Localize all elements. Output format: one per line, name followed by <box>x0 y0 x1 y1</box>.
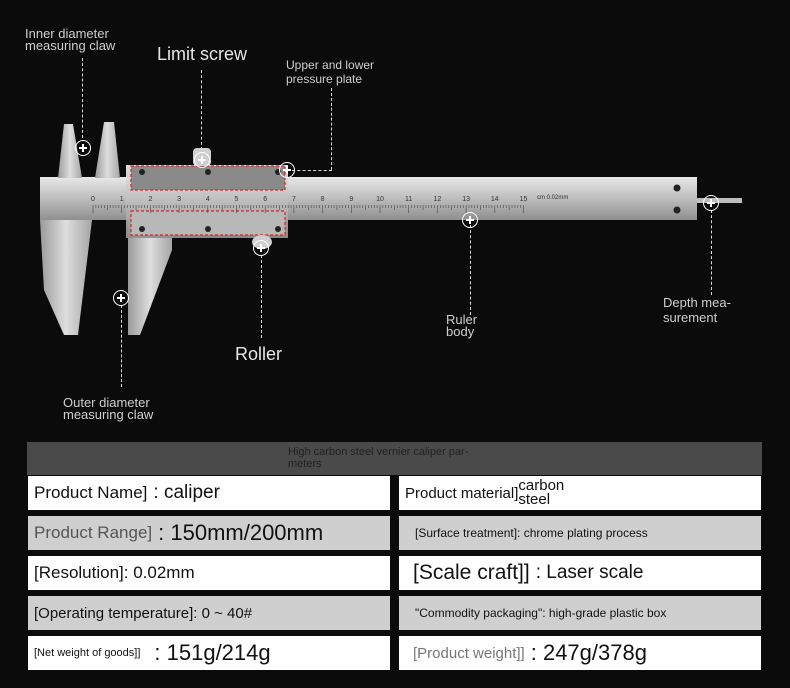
scale-number-9: 9 <box>349 196 353 203</box>
marker-pressure-plate <box>279 162 295 178</box>
param-value: : 247g/378g <box>530 640 647 665</box>
param-key: Product material] <box>405 484 519 502</box>
marker-depth <box>703 195 719 211</box>
table-header: High carbon steel vernier caliper par- m… <box>27 442 762 475</box>
label-depth: Depth mea- surement <box>663 295 731 325</box>
param-operating-temperature: [Operating temperature]: 0 ~ 40# <box>28 596 390 630</box>
param-net-weight: [Net weight of goods]] : 151g/214g <box>28 636 390 670</box>
marker-limit-screw <box>194 152 210 168</box>
label-outer-claw: Outer diameter measuring claw <box>63 395 154 422</box>
param-key: [Net weight of goods]] <box>34 647 141 659</box>
param-key: [Scale craft]] <box>413 561 530 584</box>
marker-outer-claw <box>113 290 129 306</box>
outer-claw-fixed <box>40 220 92 335</box>
label-ruler-body: Ruler body <box>446 312 478 339</box>
param-value: : 151g/214g <box>154 640 271 665</box>
scale-number-13: 13 <box>462 196 470 203</box>
scale-number-0: 0 <box>91 196 95 203</box>
scale-number-8: 8 <box>321 196 325 203</box>
marker-ruler-body <box>462 212 478 228</box>
scale-number-11: 11 <box>405 196 412 203</box>
scale-number-3: 3 <box>177 196 181 203</box>
param-key: [Operating temperature]: 0 ~ 40# <box>34 604 253 622</box>
scale-ticks <box>92 205 524 213</box>
scale-number-7: 7 <box>292 196 296 203</box>
param-value: : caliper <box>153 482 220 503</box>
param-value: : Laser scale <box>535 562 644 583</box>
scale-number-12: 12 <box>434 196 442 203</box>
marker-inner-claw <box>75 140 91 156</box>
param-product-material: Product material] carbon steel <box>399 476 761 510</box>
scale-number-14: 14 <box>491 196 499 203</box>
param-product-name: Product Name] : caliper <box>28 476 390 510</box>
param-surface-treatment: [Surface treatment]: chrome plating proc… <box>399 516 761 550</box>
param-key: [Product weight]] <box>413 644 525 662</box>
scale-number-4: 4 <box>206 196 210 203</box>
scale-number-5: 5 <box>235 196 239 203</box>
scale-number-15: 15 <box>520 196 528 203</box>
param-scale-craft: [Scale craft]] : Laser scale <box>399 556 761 590</box>
inner-claw-fixed <box>58 124 82 178</box>
param-key: [Surface treatment]: chrome plating proc… <box>415 526 648 540</box>
scale-number-1: 1 <box>120 196 124 203</box>
param-product-weight: [Product weight]] : 247g/378g <box>399 636 761 670</box>
scale-unit: cm 0.02mm <box>537 195 568 201</box>
param-key: [Resolution]: 0.02mm <box>34 563 195 582</box>
param-packaging: "Commodity packaging": high-grade plasti… <box>399 596 761 630</box>
marker-roller <box>253 240 269 256</box>
scale-number-6: 6 <box>263 196 267 203</box>
param-key: "Commodity packaging": high-grade plasti… <box>415 606 667 620</box>
param-product-range: Product Range] : 150mm/200mm <box>28 516 390 550</box>
scale-number-10: 10 <box>376 196 384 203</box>
label-inner-claw: Inner diameter measuring claw <box>25 26 116 53</box>
inner-claw-moving <box>95 122 120 178</box>
param-key: Product Name] <box>34 483 148 502</box>
param-resolution: [Resolution]: 0.02mm <box>28 556 390 590</box>
outer-claw-moving <box>128 220 172 335</box>
param-value: : 150mm/200mm <box>158 520 324 545</box>
param-value: carbon steel <box>518 477 565 508</box>
label-pressure-plate: Upper and lower pressure plate <box>286 58 375 86</box>
scale-number-2: 2 <box>148 196 152 203</box>
param-key: Product Range] <box>34 523 153 542</box>
label-limit-screw: Limit screw <box>157 44 248 64</box>
label-roller: Roller <box>235 344 283 364</box>
